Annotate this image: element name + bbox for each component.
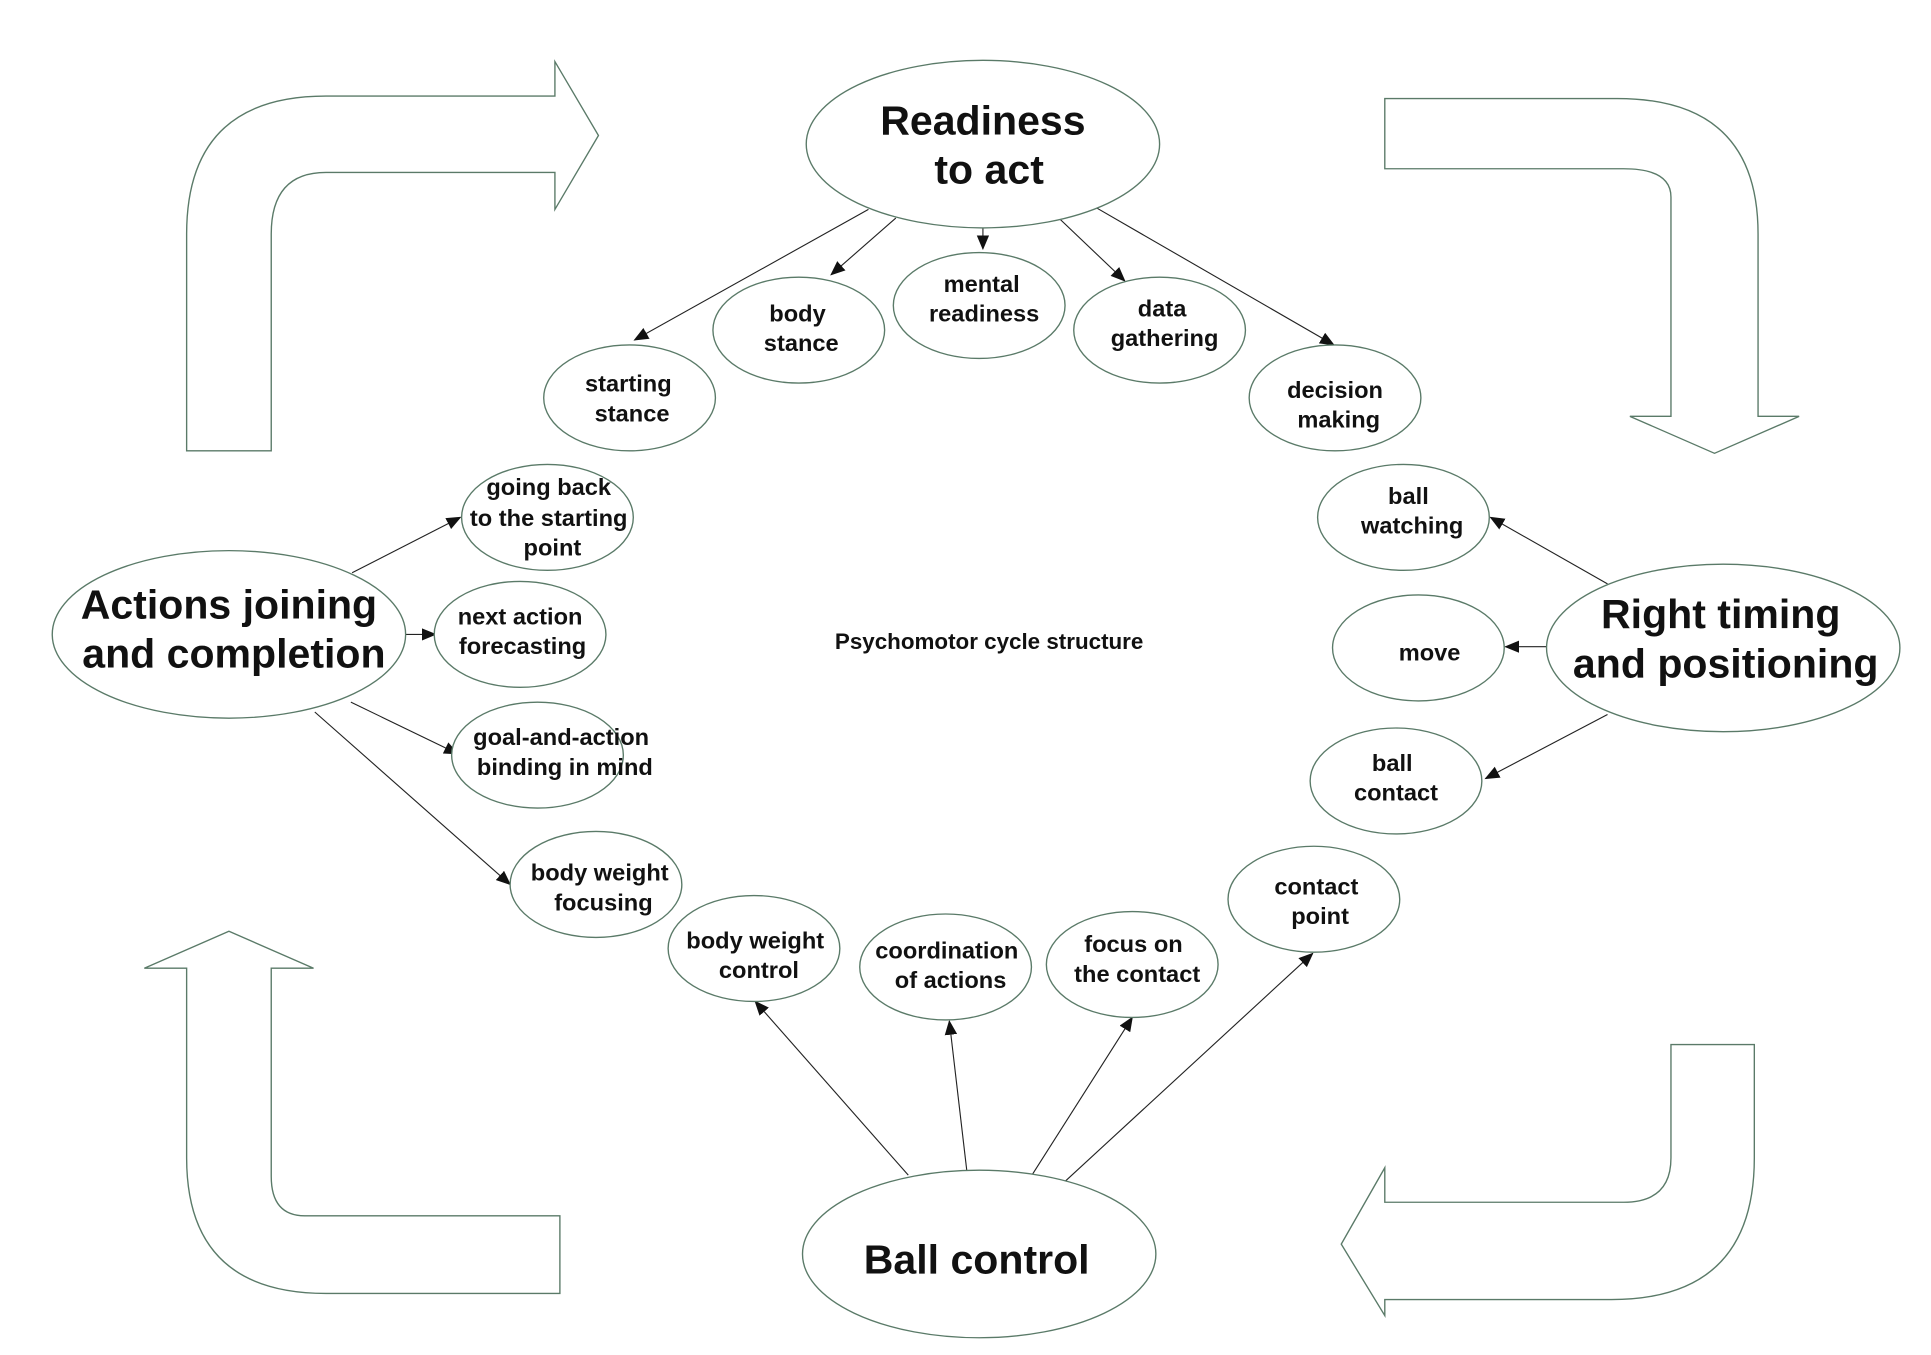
node-label: ball [1388,483,1429,509]
subnode-data-gathering: data gathering [1073,276,1247,384]
node-label: starting [585,371,672,397]
subnode-body-stance: body stance [712,276,886,384]
edge [1032,1016,1133,1175]
node-label: readiness [929,301,1039,327]
node-label: stance [764,330,839,356]
node-label: gathering [1111,325,1219,351]
edge [1059,218,1126,282]
node-ellipse [1331,594,1505,702]
node-readiness-to-act: Readiness to act [805,59,1161,229]
node-ellipse [1316,463,1490,572]
edge [830,217,897,276]
node-ellipse [51,549,407,719]
subnode-ball-watching: ball watching [1316,463,1490,572]
node-label: the contact [1074,961,1200,987]
node-label: ball [1372,750,1413,776]
subnode-ball-contact: ball contact [1309,727,1483,835]
node-ellipse [1227,845,1401,953]
subnode-mental-readiness: mental readiness [892,251,1066,360]
node-ellipse [1248,344,1422,452]
node-ball-control: Ball control [801,1169,1157,1339]
node-label: binding in mind [477,754,653,780]
subnode-coordination-of-actions: coordination of actions [859,913,1033,1021]
node-ellipse [1045,910,1219,1019]
edge [350,701,459,755]
node-ellipse [543,344,717,452]
node-label: of actions [895,967,1007,993]
node-label: and completion [82,631,385,677]
subnode-goal-action-binding: goal-and-action binding in mind [450,701,653,809]
node-ellipse [801,1169,1157,1339]
node-label: mental [944,271,1020,297]
node-label: body weight [686,928,824,954]
node-right-timing: Right timing and positioning [1545,563,1901,733]
node-ellipse [1073,276,1247,384]
node-label: focus on [1084,931,1182,957]
node-label: to the starting [470,505,628,531]
edge [754,1000,909,1176]
node-ellipse [1309,727,1483,835]
edge [944,1019,968,1171]
edges [314,206,1608,1183]
edge [351,516,462,574]
node-label: to act [934,147,1044,193]
node-label: forecasting [459,633,586,659]
node-label: next action [458,604,583,630]
subnode-going-back: going back to the starting point [460,463,634,572]
node-label: contact [1354,780,1438,806]
node-actions-joining: Actions joining and completion [51,549,407,719]
subnode-contact-point: contact point [1227,845,1401,953]
cycle-arrow-top-left [185,59,600,452]
subnode-body-weight-control: body weight control [667,894,841,1003]
node-ellipse [805,59,1161,229]
node-label: contact [1274,873,1358,899]
diagram-title: Psychomotor cycle structure [835,629,1143,654]
node-label: coordination [875,937,1018,963]
edge [314,711,512,886]
node-label: point [1291,903,1349,929]
edge [1484,713,1608,780]
node-ellipse [1545,563,1901,733]
node-label: decision [1287,377,1383,403]
edge [1094,206,1335,346]
subnode-starting-stance: starting stance [543,344,717,452]
node-label: goal-and-action [473,724,649,750]
node-label: body [769,301,825,327]
node-ellipse [460,463,634,572]
edge [1063,952,1314,1183]
node-ellipse [509,830,683,939]
subnode-body-weight-focusing: body weight focusing [509,830,683,939]
cycle-arrow-bottom-right [1340,1043,1756,1319]
node-label: Readiness [880,97,1085,143]
node-label: point [524,535,582,561]
node-ellipse [712,276,886,384]
edge [1489,516,1608,585]
node-label: and positioning [1573,641,1879,687]
node-label: move [1399,639,1461,665]
node-label: body weight [531,860,669,886]
node-label: Ball control [864,1237,1090,1283]
node-ellipse [667,894,841,1003]
edge [633,208,869,341]
cycle-arrow-bottom-left [144,930,561,1295]
node-label: focusing [554,889,652,915]
node-label: control [719,957,799,983]
node-label: data [1138,296,1188,322]
subnode-next-action-forecasting: next action forecasting [433,580,607,689]
node-label: Actions joining [81,582,377,628]
node-ellipse [433,580,607,689]
subnode-decision-making: decision making [1248,344,1422,452]
node-label: Right timing [1601,591,1840,637]
node-ellipse [892,251,1066,360]
node-label: watching [1360,512,1463,538]
node-label: going back [486,474,612,500]
node-label: stance [595,400,670,426]
subnode-move: move [1331,594,1505,702]
node-ellipse [450,701,625,809]
node-ellipse [859,913,1033,1021]
node-label: making [1297,407,1380,433]
cycle-arrow-top-right [1384,97,1800,455]
subnode-focus-on-contact: focus on the contact [1045,910,1219,1019]
